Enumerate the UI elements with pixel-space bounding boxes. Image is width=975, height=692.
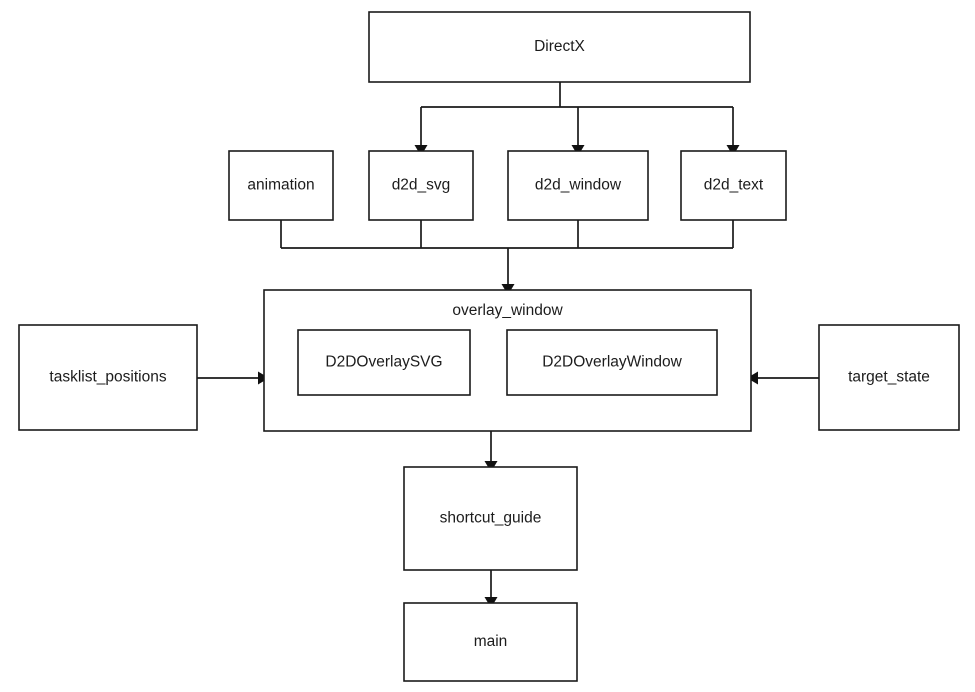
node-main[interactable]: main	[403, 602, 578, 682]
node-directx[interactable]: DirectX	[368, 11, 751, 83]
edge-directx-d2dsvg	[414, 107, 428, 156]
node-label-animation: animation	[247, 177, 314, 194]
edge-directx-d2dtext	[726, 107, 740, 156]
node-box-shortcut_guide[interactable]	[403, 466, 578, 571]
arrowhead-icon	[747, 371, 758, 385]
node-label-d2d_svg: d2d_svg	[392, 177, 451, 194]
node-box-d2d_text[interactable]	[680, 150, 787, 221]
edge-merge-overlay	[501, 248, 515, 295]
node-label-main: main	[474, 633, 508, 650]
node-label-overlay_window: overlay_window	[452, 302, 563, 319]
edge-overlay-shortcut	[484, 431, 498, 472]
node-box-directx[interactable]	[368, 11, 751, 83]
node-d2doverlaywindow[interactable]: D2DOverlayWindow	[506, 329, 718, 396]
node-label-target_state: target_state	[848, 369, 930, 386]
node-box-d2d_svg[interactable]	[368, 150, 474, 221]
node-label-d2d_text: d2d_text	[704, 177, 764, 194]
node-d2d_svg[interactable]: d2d_svg	[368, 150, 474, 221]
node-box-animation[interactable]	[228, 150, 334, 221]
node-d2d_text[interactable]: d2d_text	[680, 150, 787, 221]
node-box-d2doverlaysvg[interactable]	[297, 329, 471, 396]
node-d2d_window[interactable]: d2d_window	[507, 150, 649, 221]
node-label-tasklist_positions: tasklist_positions	[49, 369, 166, 386]
node-label-shortcut_guide: shortcut_guide	[440, 510, 542, 527]
node-label-d2doverlaysvg: D2DOverlaySVG	[325, 354, 442, 371]
node-box-tasklist_positions[interactable]	[18, 324, 198, 431]
node-shortcut_guide[interactable]: shortcut_guide	[403, 466, 578, 571]
node-label-directx: DirectX	[534, 38, 585, 55]
edge-targetstate-overlay	[747, 371, 819, 385]
node-target_state[interactable]: target_state	[818, 324, 960, 431]
nodes-layer: DirectX animation d2d_svg d2d_window d2d_tex…	[18, 11, 960, 682]
node-box-d2d_window[interactable]	[507, 150, 649, 221]
node-tasklist_positions[interactable]: tasklist_positions	[18, 324, 198, 431]
node-box-d2doverlaywindow[interactable]	[506, 329, 718, 396]
node-box-main[interactable]	[403, 602, 578, 682]
node-animation[interactable]: animation	[228, 150, 334, 221]
node-label-d2doverlaywindow: D2DOverlayWindow	[542, 354, 682, 371]
edge-tasklist-overlay	[197, 371, 269, 385]
node-box-target_state[interactable]	[818, 324, 960, 431]
node-d2doverlaysvg[interactable]: D2DOverlaySVG	[297, 329, 471, 396]
edge-directx-d2dwindow	[571, 107, 585, 156]
node-label-d2d_window: d2d_window	[535, 177, 622, 194]
